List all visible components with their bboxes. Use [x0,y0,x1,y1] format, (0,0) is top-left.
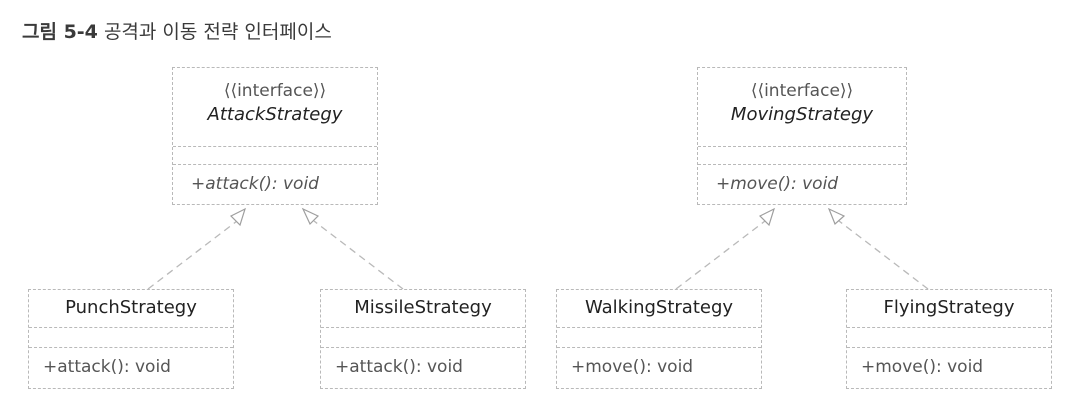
arrowhead-missile-to-attack [301,207,320,226]
operations-section: +move(): void [847,348,1051,388]
class-name: PunchStrategy [65,297,197,318]
figure-number: 그림 5-4 [22,21,98,43]
arrow-punch-to-attack [147,220,238,290]
attributes-section [698,147,906,165]
arrow-walking-to-moving [675,220,766,290]
attributes-section [557,328,761,348]
class-header: WalkingStrategy [557,290,761,328]
attributes-section [29,328,233,348]
interface-stereotype: ⟨⟨interface⟩⟩ [223,81,327,101]
interface-name: MovingStrategy [730,104,874,125]
operation: +attack(): void [43,357,171,377]
class-header: PunchStrategy [29,290,233,328]
operations-section: +attack(): void [173,165,377,204]
interface-header: ⟨⟨interface⟩⟩ AttackStrategy [173,68,377,147]
arrowhead-walking-to-moving [758,207,775,227]
operation: +move(): void [571,357,694,377]
arrowhead-punch-to-attack [229,207,246,227]
class-flying-strategy: FlyingStrategy +move(): void [846,289,1052,389]
operation: +move(): void [716,174,839,194]
operation: +attack(): void [335,357,463,377]
class-name: MissileStrategy [354,297,492,318]
figure-caption: 그림 5-4 공격과 이동 전략 인터페이스 [22,17,332,44]
class-walking-strategy: WalkingStrategy +move(): void [556,289,762,389]
operations-section: +move(): void [557,348,761,388]
arrow-missile-to-attack [313,220,404,290]
operations-section: +move(): void [698,165,906,204]
class-punch-strategy: PunchStrategy +attack(): void [28,289,234,389]
interface-header: ⟨⟨interface⟩⟩ MovingStrategy [698,68,906,147]
class-header: FlyingStrategy [847,290,1051,328]
operations-section: +attack(): void [321,348,525,388]
class-missile-strategy: MissileStrategy +attack(): void [320,289,526,389]
class-header: MissileStrategy [321,290,525,328]
attributes-section [847,328,1051,348]
interface-moving-strategy: ⟨⟨interface⟩⟩ MovingStrategy +move(): vo… [697,67,907,205]
figure-title: 공격과 이동 전략 인터페이스 [103,21,332,43]
arrow-flying-to-moving [838,220,929,290]
attributes-section [321,328,525,348]
operations-section: +attack(): void [29,348,233,388]
operation: +attack(): void [191,174,319,194]
interface-name: AttackStrategy [207,104,343,125]
operation: +move(): void [861,357,984,377]
class-name: WalkingStrategy [584,297,734,318]
arrowhead-flying-to-moving [827,207,846,226]
attributes-section [173,147,377,165]
interface-attack-strategy: ⟨⟨interface⟩⟩ AttackStrategy +attack(): … [172,67,378,205]
class-name: FlyingStrategy [883,297,1015,318]
interface-stereotype: ⟨⟨interface⟩⟩ [750,81,854,101]
